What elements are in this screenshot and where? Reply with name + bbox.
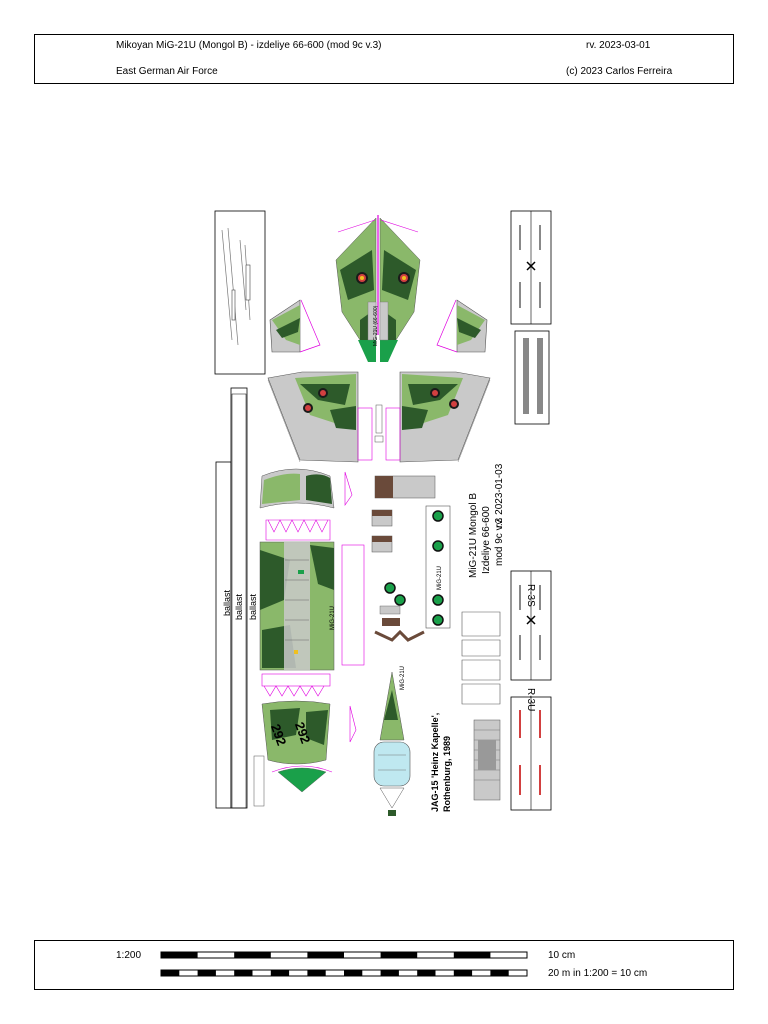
panel-label: MiG-21U: [437, 565, 443, 590]
engine-section: [473, 719, 501, 801]
missile-boxes: [510, 210, 552, 811]
scale-segment: [234, 952, 271, 958]
scale-segment: [234, 970, 253, 976]
scale-bar1-label: 10 cm: [548, 950, 576, 961]
missile-r3s-label: R-3S: [525, 584, 536, 607]
scale-segment: [161, 952, 198, 958]
sheet-title: Mikoyan MiG-21U (Mongol B) - izdeliye 66…: [116, 40, 382, 51]
nose-label: MiG-21U: [400, 665, 406, 690]
small-parts: [371, 475, 451, 642]
izdeliye-label: Izdeliye 66-600: [481, 506, 492, 574]
scale-segment: [307, 952, 344, 958]
scale-segment: [453, 952, 491, 958]
canopy-frames: [461, 611, 501, 705]
stabilizer-parts: [269, 299, 488, 353]
scale-segment: [453, 970, 473, 976]
wing-parts: [267, 371, 491, 463]
part-revision-label: rv. 2023-01-03: [494, 463, 505, 528]
header-box: [34, 34, 734, 84]
ballast-label-1: ballast: [222, 589, 232, 616]
fuselage-label: MiG-21U: [330, 605, 336, 630]
sheet-subtitle: East German Air Force: [116, 66, 218, 77]
ballast-label-3: ballast: [248, 593, 258, 620]
scale-segment: [307, 970, 326, 976]
scale-ratio: 1:200: [116, 950, 142, 961]
scale-segment: [161, 970, 180, 976]
scale-box: [34, 940, 734, 990]
scale-segment: [344, 970, 363, 976]
scale-segment: [380, 952, 418, 958]
unit-label-2: Rothenburg, 1989: [442, 735, 452, 812]
revision-date: rv. 2023-03-01: [586, 40, 651, 51]
scale-segment: [380, 970, 399, 976]
fin-label: MiG-21U (66-600): [373, 305, 379, 346]
scale-segment: [197, 970, 216, 976]
scale-bars: [160, 951, 528, 977]
fin-parts: [335, 215, 421, 362]
scale-segment: [417, 970, 436, 976]
unit-label-1: JAG-15 'Heinz Kapelle',: [430, 712, 440, 812]
fuselage-top-section: [259, 468, 353, 541]
scale-bar2-label: 20 m in 1:200 = 10 cm: [548, 968, 648, 979]
ballast-label-2: ballast: [234, 593, 244, 620]
nose-canopy: [373, 671, 411, 816]
missile-r3u-label: R-3U: [525, 688, 536, 712]
assembly-diagram: [214, 210, 266, 375]
copyright: (c) 2023 Carlos Ferreira: [566, 66, 673, 77]
scale-segment: [490, 970, 509, 976]
rear-fuselage: [253, 700, 357, 807]
fuselage-main: [259, 541, 365, 697]
model-name-label: MiG-21U Mongol B: [468, 492, 479, 578]
scale-segment: [270, 970, 290, 976]
ballast-strips: [215, 387, 248, 809]
